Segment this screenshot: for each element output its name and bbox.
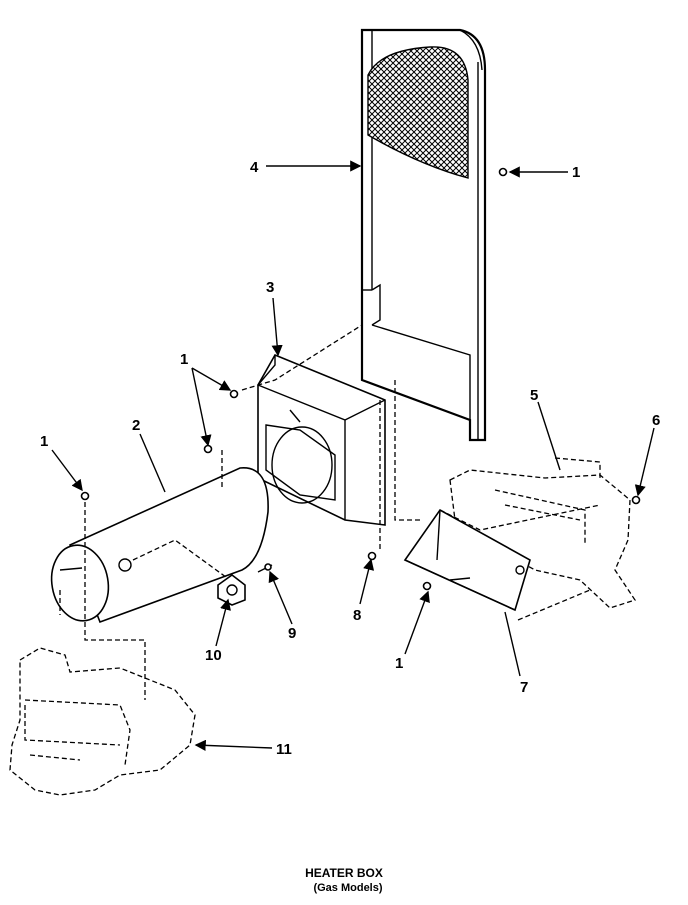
- burner-assembly-part-11: [9, 647, 196, 796]
- callout-4: 4: [250, 159, 259, 176]
- caption-subtitle: (Gas Models): [313, 882, 382, 894]
- callout-5: 5: [530, 387, 538, 404]
- callout-1-left-screw: 1: [180, 351, 188, 368]
- callout-11: 11: [276, 741, 292, 758]
- callout-3: 3: [266, 279, 274, 296]
- screw-markers: [80, 167, 641, 591]
- leader-lines: [51, 160, 655, 751]
- exhaust-panel-part-4: [360, 28, 487, 442]
- callout-labels: 1 1 1 1 2 3 4 5 6 7 8 9 10 11: [40, 159, 660, 758]
- igniter-bracket-part-10: [217, 574, 246, 606]
- callout-1-top-right: 1: [572, 164, 580, 181]
- caption-title: HEATER BOX: [305, 866, 383, 880]
- callout-10: 10: [205, 647, 222, 664]
- screw-part-9: [257, 563, 273, 573]
- callout-8: 8: [353, 607, 361, 624]
- callout-7: 7: [520, 679, 528, 696]
- callout-1-bracket: 1: [395, 655, 403, 672]
- callout-9: 9: [288, 625, 296, 642]
- callout-2: 2: [132, 417, 140, 434]
- valve-bracket-part-7: [403, 508, 531, 612]
- burner-tube-part-2: [50, 467, 269, 624]
- callout-1-far-left: 1: [40, 433, 48, 450]
- callout-6: 6: [652, 412, 660, 429]
- assembly-guide-lines: [84, 324, 601, 700]
